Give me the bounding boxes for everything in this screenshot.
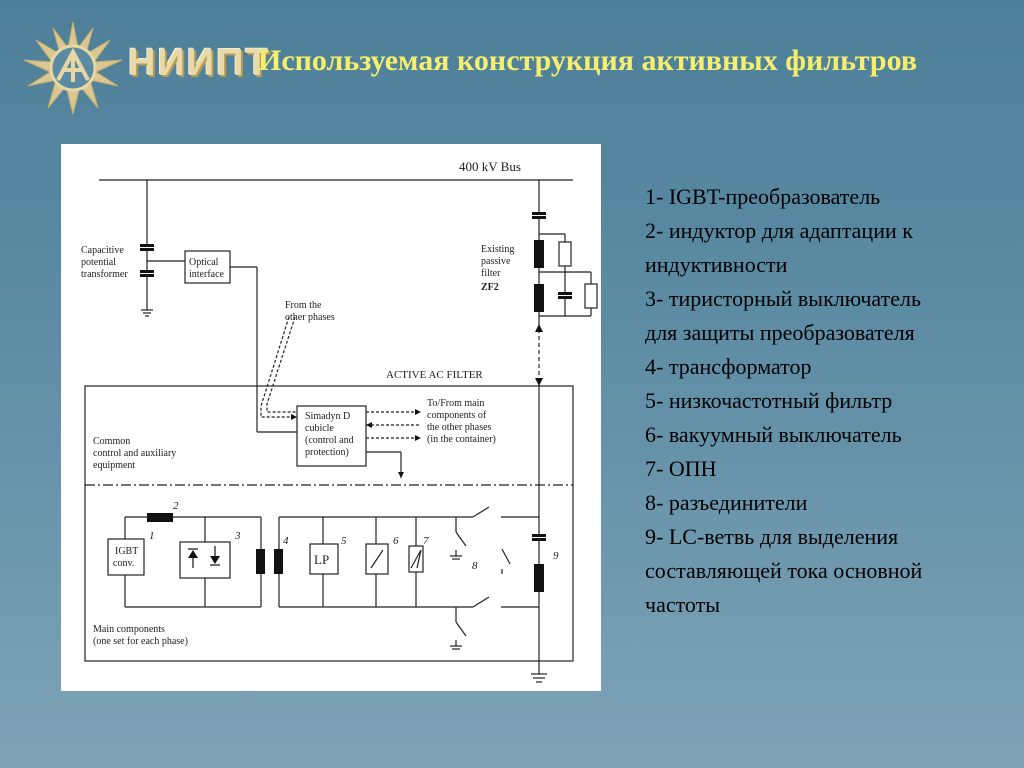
- passive-filter-label: Existing passive filter: [481, 244, 517, 279]
- legend-item: 1- IGBT-преобразователь: [645, 184, 881, 209]
- igbt-label: IGBT conv.: [113, 546, 141, 569]
- main-components-label: Main components (one set for each phase): [93, 624, 188, 647]
- cpt-label: Capacitive potential transformer: [81, 245, 128, 280]
- to-from-label: To/From main components of the other pha…: [427, 398, 496, 445]
- simadyn-label: Simadyn D cubicle (control and protectio…: [305, 411, 356, 458]
- legend-item: для защиты преобразователя: [645, 320, 915, 345]
- legend-item: 8- разъединители: [645, 490, 808, 515]
- component-number-6: 6: [393, 535, 399, 547]
- component-number-4: 4: [283, 535, 289, 547]
- component-number-3: 3: [234, 530, 241, 542]
- component-number-8: 8: [472, 560, 478, 572]
- circuit-diagram-svg: 400 kV Bus Capacitive potential transfor…: [81, 159, 598, 683]
- legend-item: 2- индуктор для адаптации к: [645, 218, 913, 243]
- bus-label: 400 kV Bus: [459, 159, 521, 174]
- legend-item: 3- тиристорный выключатель: [645, 286, 921, 311]
- from-phases-label: From the other phases: [285, 300, 335, 323]
- legend-item: 4- трансформатор: [645, 354, 812, 379]
- active-filter-label: ACTIVE AC FILTER: [386, 369, 483, 381]
- legend-item: 9- LC-ветвь для выделения: [645, 524, 899, 549]
- legend-item: индуктивности: [645, 252, 788, 277]
- legend-item: частоты: [645, 592, 721, 617]
- component-number-1: 1: [149, 530, 155, 542]
- optical-interface-label: Optical interface: [189, 257, 225, 280]
- niipt-logo-icon: [23, 21, 123, 115]
- slide-title: Используемая конструкция активных фильтр…: [258, 44, 918, 77]
- legend-item: 6- вакуумный выключатель: [645, 422, 902, 447]
- common-equipment-label: Common control and auxiliary equipment: [93, 436, 179, 471]
- component-number-5: 5: [341, 535, 347, 547]
- logo-text: НИИПТ: [128, 42, 271, 84]
- passive-filter-id: ZF2: [481, 282, 499, 293]
- lp-label: LP: [314, 552, 329, 567]
- circuit-diagram: 400 kV Bus Capacitive potential transfor…: [61, 144, 601, 691]
- legend-item: 7- ОПН: [645, 456, 717, 481]
- component-number-9: 9: [553, 550, 559, 562]
- component-number-2: 2: [173, 500, 179, 512]
- component-number-7: 7: [423, 535, 429, 547]
- legend-item: составляющей тока основной: [645, 558, 923, 583]
- legend-item: 5- низкочастотный фильтр: [645, 388, 893, 413]
- component-legend: 1- IGBT-преобразователь 2- индуктор для …: [645, 180, 1015, 622]
